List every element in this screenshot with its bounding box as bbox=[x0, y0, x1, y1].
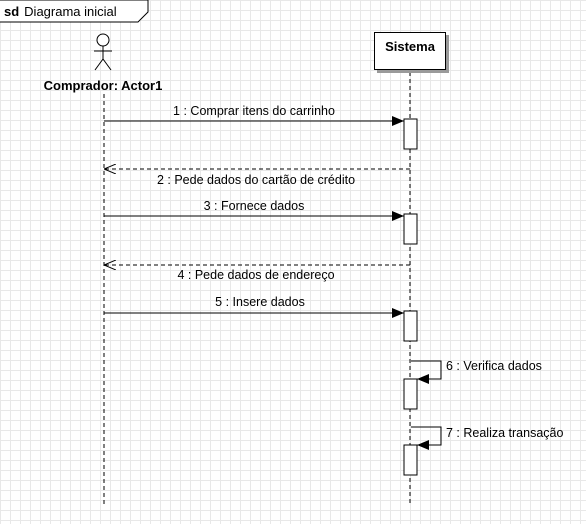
message-5-label: 5 : Insere dados bbox=[215, 295, 305, 309]
system-lifeline-head: Sistema bbox=[374, 32, 446, 70]
frame-tab-outline bbox=[0, 0, 149, 23]
message-7-label: 7 : Realiza transação bbox=[446, 426, 564, 440]
actor-label: Comprador: Actor1 bbox=[43, 78, 163, 93]
message-6-label: 6 : Verifica dados bbox=[446, 359, 542, 373]
message-6-arrow bbox=[411, 360, 442, 384]
message-7-arrow bbox=[411, 426, 442, 450]
frame-keyword: sd bbox=[4, 3, 20, 19]
system-label: Sistema bbox=[385, 39, 435, 54]
message-4-label: 4 : Pede dados de endereço bbox=[177, 268, 335, 282]
frame-title: sd Diagrama inicial bbox=[0, 0, 117, 22]
activation-bar bbox=[403, 118, 418, 150]
activation-bar bbox=[403, 213, 418, 245]
message-3-label: 3 : Fornece dados bbox=[203, 199, 305, 213]
frame-name: Diagrama inicial bbox=[24, 3, 117, 19]
activation-bar bbox=[403, 444, 418, 476]
message-1-label: 1 : Comprar itens do carrinho bbox=[173, 104, 335, 118]
actor-stick-figure-icon bbox=[94, 33, 112, 71]
message-2-label: 2 : Pede dados do cartão de crédito bbox=[156, 173, 356, 187]
activation-bar bbox=[403, 378, 418, 410]
activation-bar bbox=[403, 310, 418, 342]
